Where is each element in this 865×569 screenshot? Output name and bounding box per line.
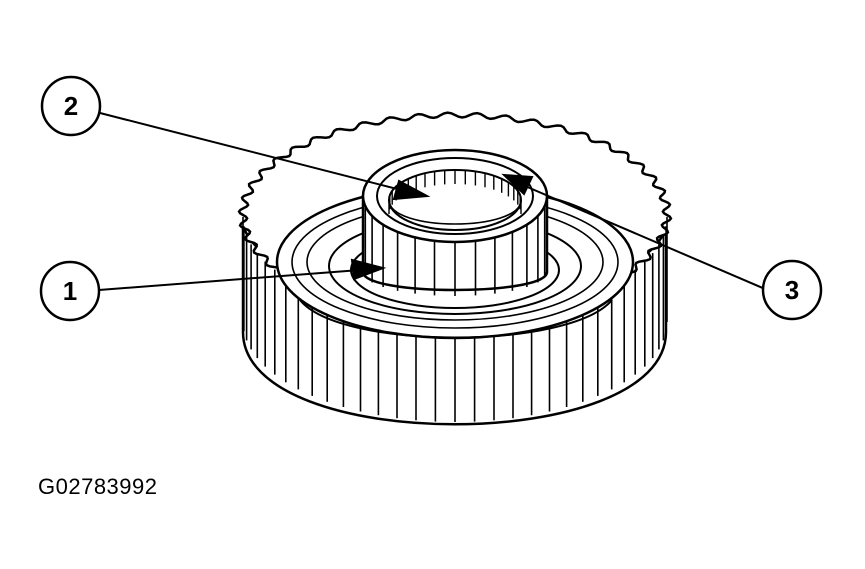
figure-id: G02783992 [38, 474, 158, 499]
callout-1: 1 [39, 260, 101, 322]
leader-lines [98, 112, 766, 291]
callout-3-label: 3 [785, 275, 799, 305]
callout-1-label: 1 [63, 276, 77, 306]
arrowhead-2 [392, 179, 431, 201]
arrowhead-1 [350, 258, 387, 281]
hub-spline-lines [364, 206, 546, 296]
callout-2-label: 2 [64, 91, 78, 121]
leader-line-2 [99, 112, 406, 192]
leader-line-3 [524, 185, 766, 290]
center-hub [361, 148, 549, 296]
callout-3: 3 [761, 259, 823, 321]
arrowhead-3 [501, 173, 534, 196]
bore-teeth [388, 170, 522, 214]
callout-2: 2 [40, 75, 102, 137]
leader-line-1 [98, 269, 361, 291]
